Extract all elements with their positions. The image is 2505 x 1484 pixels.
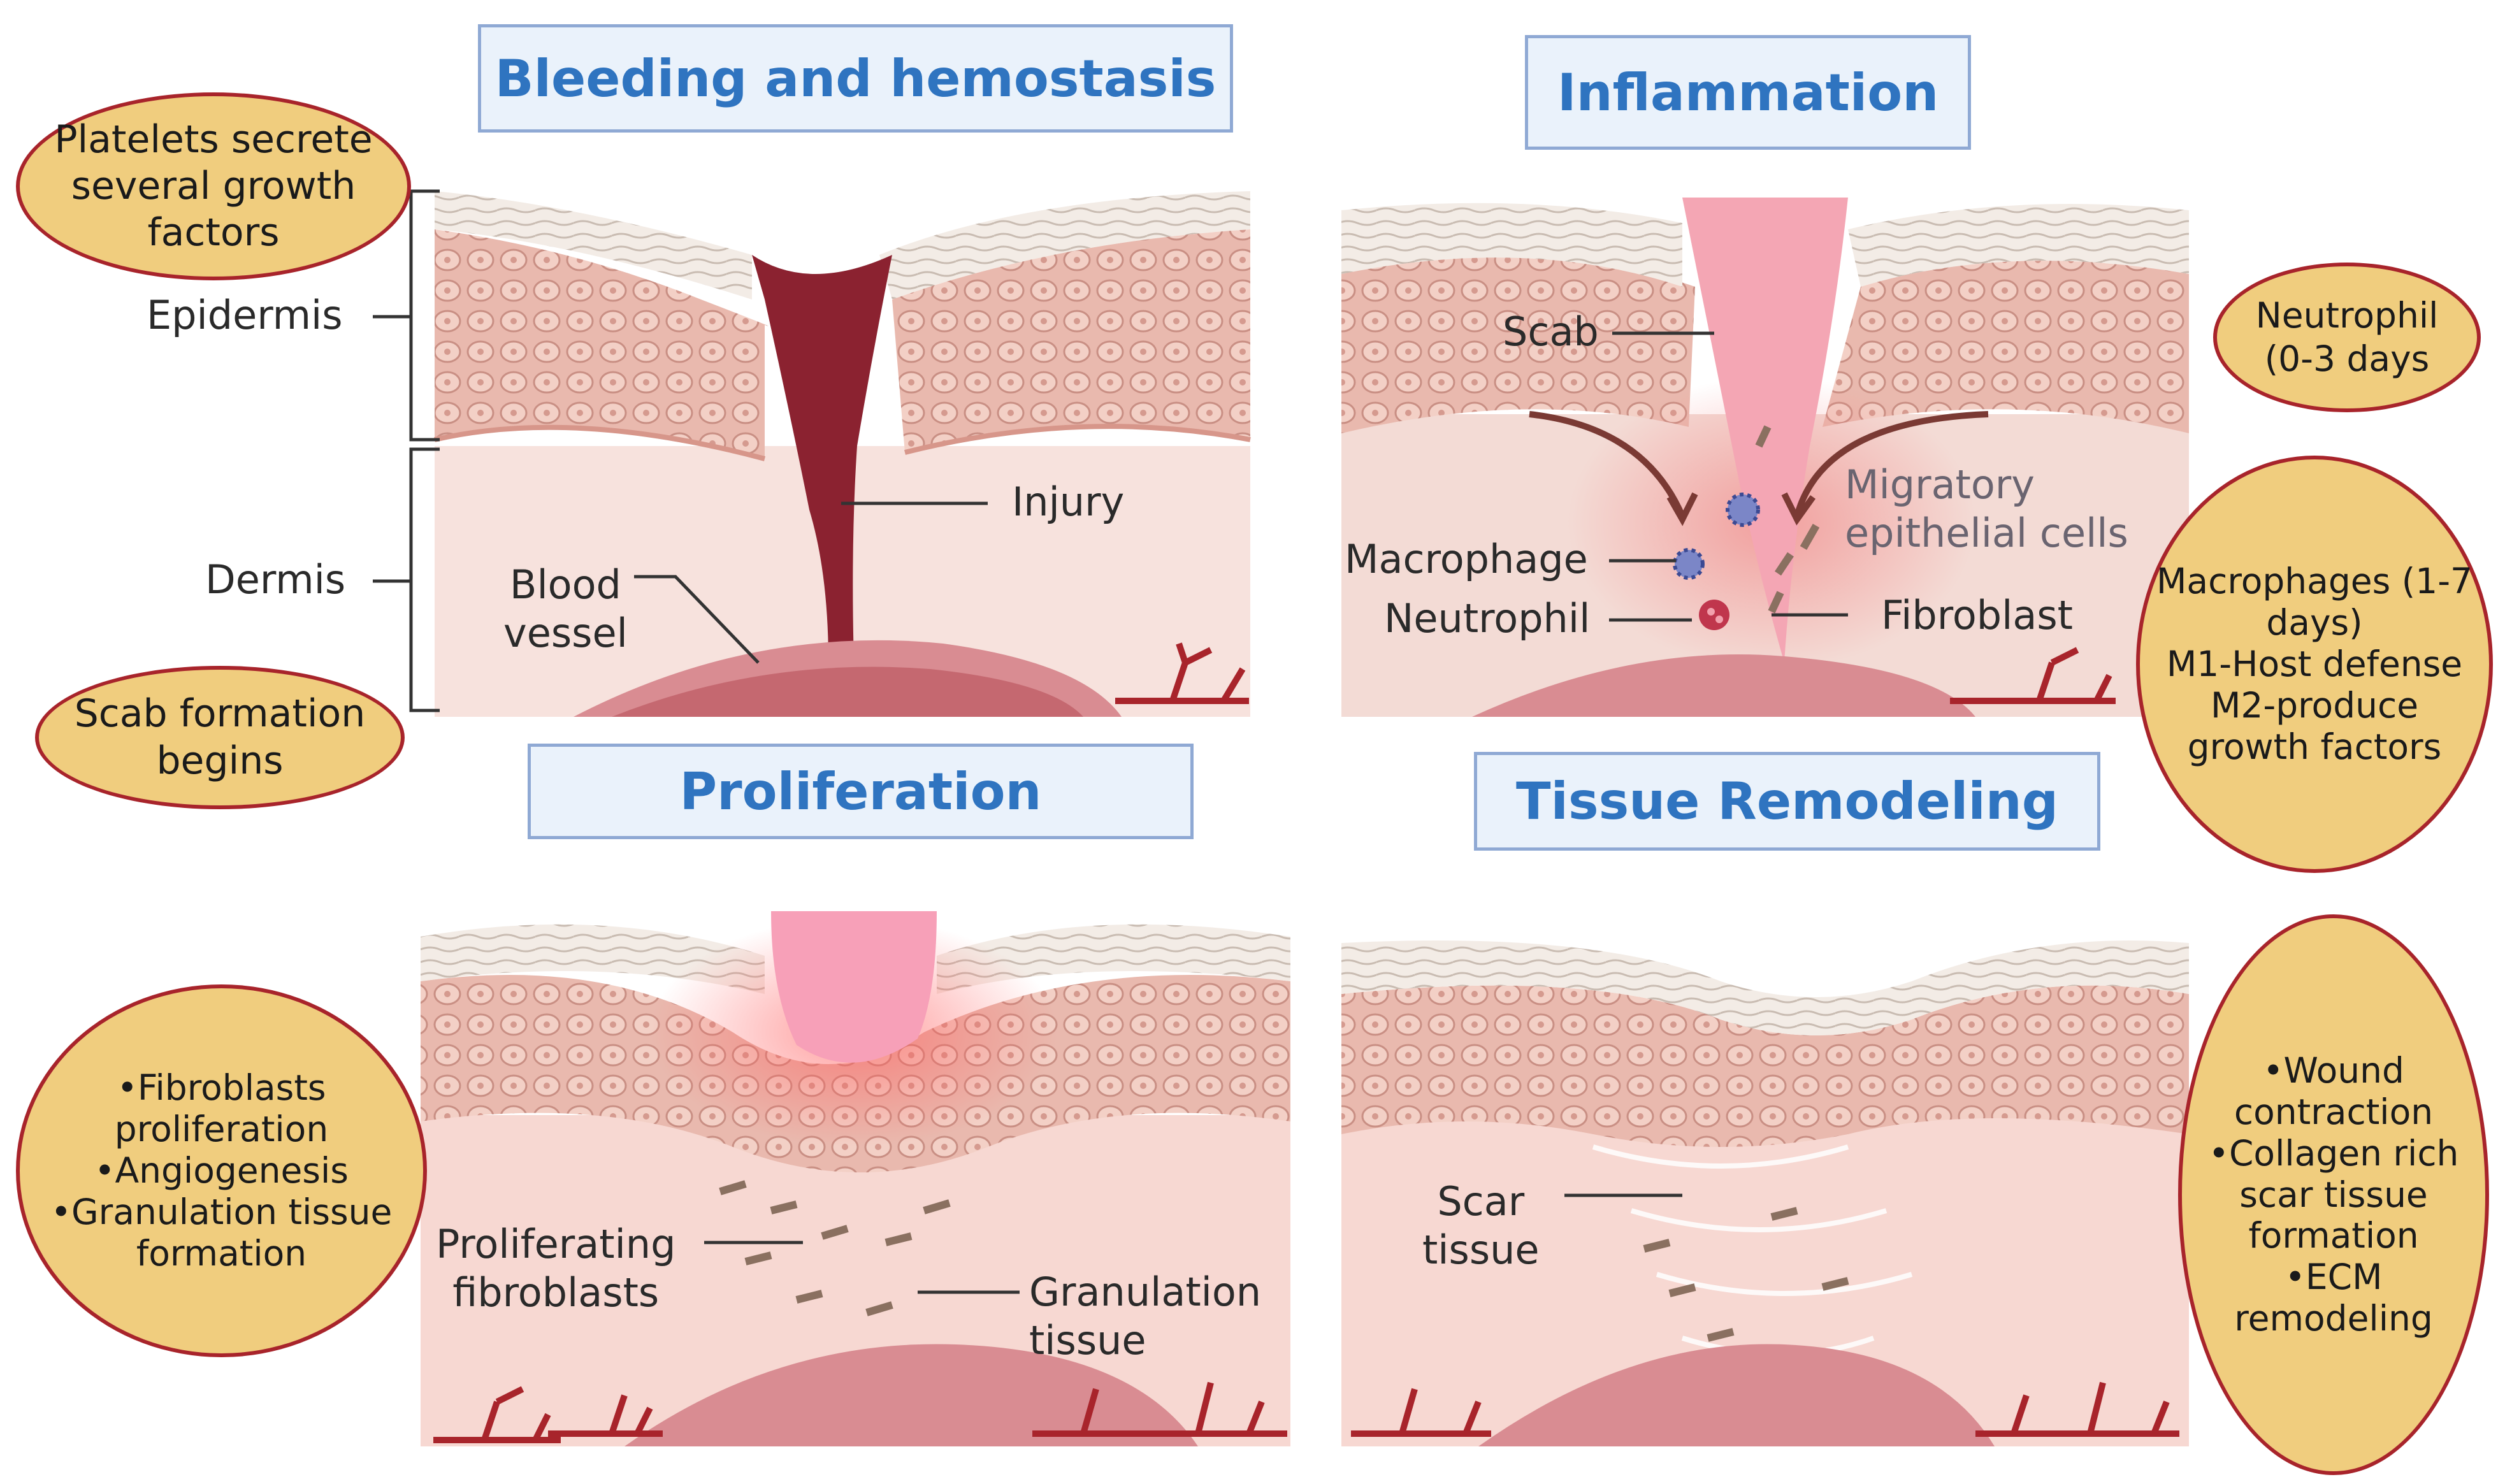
oval-remodeling-line: contraction xyxy=(2234,1091,2434,1132)
title-proliferation: Proliferation xyxy=(528,744,1194,839)
oval-proliferation-line: proliferation xyxy=(114,1109,329,1150)
oval-remodeling-line: •ECM remodeling xyxy=(2234,1257,2433,1339)
oval-neutrophil-line: (0-3 days xyxy=(2264,338,2430,379)
oval-platelets: Platelets secrete several growth factors xyxy=(16,92,411,280)
oval-proliferation-line: •Granulation tissue xyxy=(50,1191,393,1232)
oval-platelets-line: several growth xyxy=(71,163,356,208)
oval-platelets-line: factors xyxy=(147,210,280,256)
oval-neutrophil-line: Neutrophil xyxy=(2255,295,2439,336)
label-proliferating-line: Proliferating xyxy=(436,1221,676,1267)
oval-macrophages-line: growth factors xyxy=(2187,726,2442,767)
panel-remodeling xyxy=(1341,940,2189,1446)
oval-remodeling-line: formation xyxy=(2248,1215,2419,1257)
label-fibroblast: Fibroblast xyxy=(1881,592,2073,638)
oval-proliferation-line: •Angiogenesis xyxy=(94,1150,349,1192)
title-inflammation: Inflammation xyxy=(1525,35,1971,150)
label-proliferating-fibroblasts: Proliferating fibroblasts xyxy=(436,1220,675,1316)
label-blood-vessel-line: vessel xyxy=(503,609,628,656)
oval-platelets-line: Platelets secrete xyxy=(54,117,373,162)
panel-inflammation xyxy=(1341,198,2189,717)
label-migratory-line: Migratory xyxy=(1845,461,2035,508)
label-neutrophil: Neutrophil xyxy=(1384,595,1591,642)
label-proliferating-line: fibroblasts xyxy=(452,1269,660,1316)
title-bleeding: Bleeding and hemostasis xyxy=(478,24,1233,133)
oval-remodeling-line: •Wound xyxy=(2263,1049,2404,1091)
label-scab: Scab xyxy=(1503,308,1599,355)
oval-proliferation: •Fibroblasts proliferation •Angiogenesis… xyxy=(16,984,427,1357)
oval-macrophages-line: M2-produce xyxy=(2210,684,2419,726)
panel-proliferation xyxy=(421,911,1290,1446)
oval-remodeling-line: scar tissue xyxy=(2239,1174,2428,1215)
label-dermis: Dermis xyxy=(205,556,346,603)
label-blood-vessel: Blood vessel xyxy=(503,561,628,657)
oval-macrophages: Macrophages (1-7 days) M1-Host defense M… xyxy=(2136,456,2493,873)
oval-scab-formation: Scab formation begins xyxy=(35,666,405,809)
title-remodeling: Tissue Remodeling xyxy=(1474,752,2100,851)
oval-scab-line: Scab formation xyxy=(74,691,366,737)
label-migratory-line: epithelial cells xyxy=(1845,509,2128,556)
oval-proliferation-line: •Fibroblasts xyxy=(117,1067,326,1109)
label-scar-line: tissue xyxy=(1422,1226,1540,1273)
label-migratory-epithelial-cells: Migratory epithelial cells xyxy=(1845,461,2128,557)
label-granulation-line: Granulation xyxy=(1029,1269,1262,1315)
label-granulation-tissue: Granulation tissue xyxy=(1029,1268,1261,1364)
label-blood-vessel-line: Blood xyxy=(509,561,621,608)
oval-scab-line: begins xyxy=(156,738,284,783)
leader-lines xyxy=(373,189,1848,1294)
oval-remodeling: •Wound contraction •Collagen rich scar t… xyxy=(2178,914,2489,1475)
oval-remodeling-line: •Collagen rich xyxy=(2208,1132,2459,1174)
label-scar-tissue: Scar tissue xyxy=(1422,1178,1540,1274)
oval-macrophages-line: Macrophages (1-7 xyxy=(2156,561,2473,602)
oval-neutrophil: Neutrophil (0-3 days xyxy=(2213,263,2481,412)
oval-proliferation-line: formation xyxy=(136,1232,307,1274)
oval-macrophages-line: days) xyxy=(2266,602,2363,644)
oval-macrophages-line: M1-Host defense xyxy=(2166,644,2463,685)
label-granulation-line: tissue xyxy=(1029,1316,1146,1364)
panel-bleeding xyxy=(434,191,1251,717)
label-scar-line: Scar xyxy=(1437,1178,1525,1225)
label-macrophage: Macrophage xyxy=(1345,536,1588,582)
label-epidermis: Epidermis xyxy=(147,292,343,338)
label-injury: Injury xyxy=(1012,479,1125,525)
